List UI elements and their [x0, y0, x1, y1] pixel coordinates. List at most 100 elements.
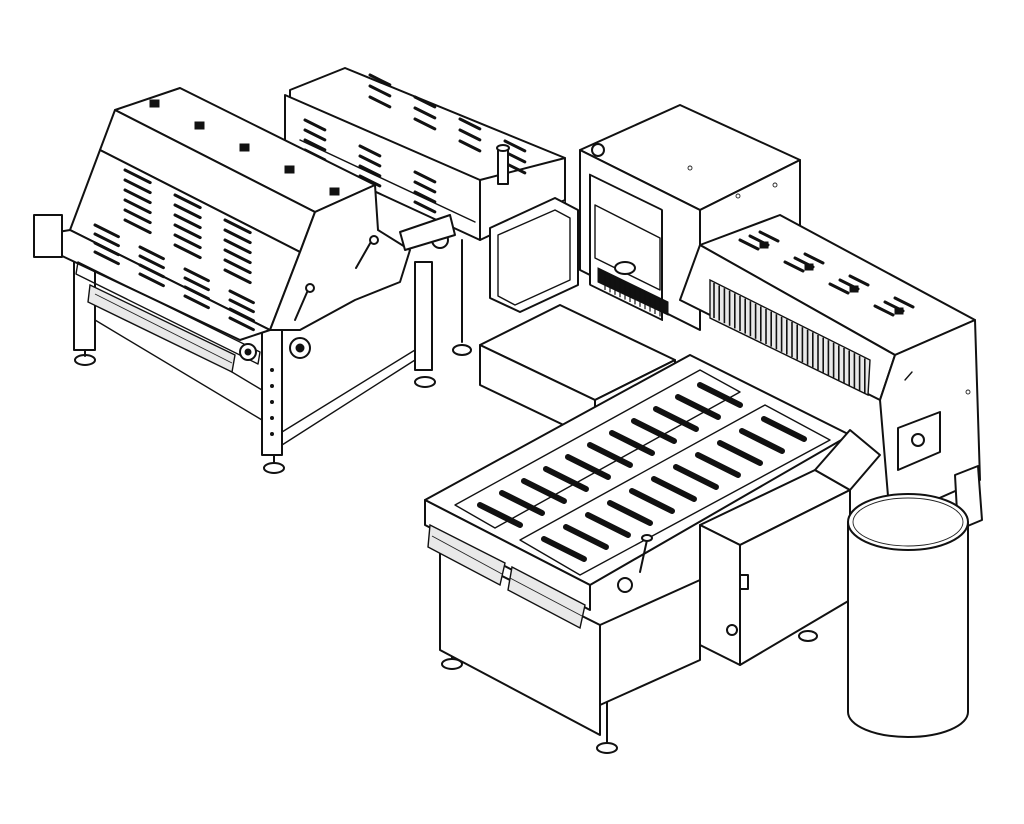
cavity-bar — [717, 440, 763, 466]
vent-slot — [93, 232, 120, 248]
vent-slot — [758, 230, 780, 243]
vent-slot — [783, 260, 805, 273]
vent-slot — [303, 118, 327, 132]
latch-clip — [894, 307, 904, 315]
vent-slot — [458, 128, 482, 142]
vent-slot — [738, 238, 760, 251]
latch-clip — [804, 263, 814, 271]
product-cavities — [477, 382, 807, 562]
vent-slot — [223, 248, 252, 265]
cavity-bar — [653, 406, 699, 432]
left-sheeter-unit — [33, 87, 456, 474]
cavity-bar — [565, 454, 611, 480]
vent-slot — [123, 198, 152, 215]
vent-slot — [458, 117, 482, 131]
cavity-bar — [675, 394, 721, 420]
cavity-bar — [739, 428, 785, 454]
vent-slot — [228, 298, 255, 314]
vent-slot — [123, 188, 152, 205]
vent-slot — [303, 128, 327, 142]
latch-clips — [759, 241, 904, 315]
cavity-bar — [521, 478, 567, 504]
vent-slot — [413, 180, 437, 194]
vent-slot — [413, 200, 437, 214]
vent-slot — [138, 272, 165, 288]
cavity-bar — [697, 382, 743, 408]
cavity-bar — [761, 416, 807, 442]
control-box — [699, 429, 881, 666]
latch-clip — [849, 285, 859, 293]
latch-clip — [194, 121, 205, 130]
vent-slot — [173, 243, 202, 260]
collection-bin — [847, 493, 969, 738]
vent-slot — [228, 307, 255, 323]
latch-clip — [284, 165, 295, 174]
vent-slot — [173, 203, 202, 220]
bolt-hole — [270, 432, 274, 436]
latch-clip — [149, 99, 160, 108]
latch-clip — [329, 187, 340, 196]
vent-slot — [873, 304, 895, 317]
vent-slot — [358, 164, 382, 178]
vent-slot — [93, 223, 120, 239]
cavity-bar — [477, 502, 523, 528]
bolt-hole — [270, 416, 274, 420]
vent-slot — [183, 294, 210, 310]
cavity-bar — [563, 524, 609, 550]
cavity-bar — [629, 488, 675, 514]
vent-slot — [458, 139, 482, 153]
vent-slot — [413, 170, 437, 184]
vent-slot — [223, 228, 252, 245]
vent-slot — [123, 178, 152, 195]
heater-grille — [713, 283, 866, 394]
vent-grille — [604, 272, 661, 317]
vent-slot — [368, 73, 392, 87]
vent-slot — [123, 168, 152, 185]
vent-slot — [138, 254, 165, 270]
vent-slot — [413, 190, 437, 204]
vent-slot — [358, 144, 382, 158]
vent-slot — [223, 258, 252, 275]
vent-slot — [848, 274, 870, 287]
cavity-bar — [607, 500, 653, 526]
right-oven-unit — [679, 214, 983, 531]
vent-slot — [123, 218, 152, 235]
latch-clip — [239, 143, 250, 152]
front-output-conveyor — [424, 354, 851, 754]
rear-press-unit — [284, 67, 571, 356]
vent-slot — [138, 263, 165, 279]
vent-slots — [303, 73, 527, 214]
cavity-bar — [631, 418, 677, 444]
vent-slot — [828, 282, 850, 295]
latch-clips — [149, 99, 340, 196]
cavity-bar — [695, 452, 741, 478]
vent-slot — [413, 95, 437, 109]
vent-slot — [223, 238, 252, 255]
vent-slot — [228, 289, 255, 305]
vent-slot — [893, 296, 915, 309]
latch-clip — [759, 241, 769, 249]
vent-slot — [413, 106, 437, 120]
cavity-bar — [587, 442, 633, 468]
vent-slot — [358, 154, 382, 168]
vent-slot — [123, 208, 152, 225]
vent-slot — [368, 95, 392, 109]
cavity-bar — [609, 430, 655, 456]
vent-slot — [303, 138, 327, 152]
vent-slot — [803, 252, 825, 265]
vent-slot — [93, 241, 120, 257]
cavity-bar — [585, 512, 631, 538]
vent-slot — [183, 267, 210, 283]
bolt-hole — [270, 384, 274, 388]
vent-slot — [503, 139, 527, 153]
vent-slot — [173, 213, 202, 230]
cavity-bar — [499, 490, 545, 516]
vent-slots — [93, 168, 255, 332]
vent-slot — [93, 250, 120, 266]
vent-slot — [413, 117, 437, 131]
vent-slot — [368, 84, 392, 98]
vent-slot — [183, 276, 210, 292]
bolt-hole — [270, 368, 274, 372]
